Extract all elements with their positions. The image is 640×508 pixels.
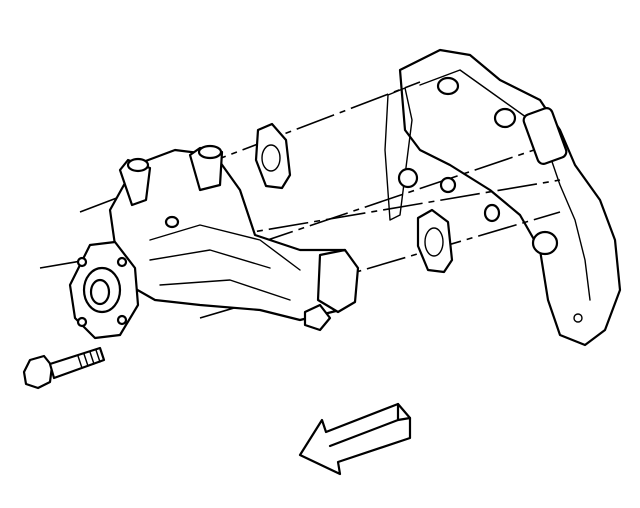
pump-port-upper bbox=[316, 248, 360, 314]
pump-port-lower bbox=[303, 303, 332, 332]
gasket-lower-opening bbox=[424, 227, 444, 257]
front-cover-dowel bbox=[531, 230, 559, 256]
bolt-threads bbox=[77, 349, 101, 369]
pump-ribs bbox=[149, 224, 301, 301]
engine-front-cover bbox=[384, 48, 622, 347]
direction-arrow bbox=[298, 402, 412, 476]
pump-inlet-opening bbox=[197, 144, 223, 160]
direction-arrow-shape bbox=[298, 402, 412, 476]
front-cover-small-hole bbox=[573, 313, 583, 323]
water-pump-bolt bbox=[22, 346, 106, 390]
flange-bolt-hole-1 bbox=[76, 256, 88, 268]
front-cover-hole-2 bbox=[483, 203, 501, 223]
front-cover-boss-1 bbox=[436, 76, 460, 96]
water-pump-gasket-upper bbox=[254, 122, 292, 190]
bolt-shank bbox=[48, 346, 106, 380]
water-pump-gasket-lower bbox=[416, 208, 454, 274]
direction-arrow-depth bbox=[328, 402, 412, 448]
flange-bolt-hole-4 bbox=[76, 316, 88, 328]
front-cover-boss-3 bbox=[397, 167, 419, 189]
flange-bolt-hole-3 bbox=[116, 314, 128, 326]
bolt-head bbox=[22, 354, 54, 390]
front-cover-edge bbox=[384, 87, 413, 221]
gasket-upper-outline bbox=[254, 122, 292, 190]
water-pump bbox=[68, 144, 360, 340]
pump-mount-boss bbox=[164, 215, 180, 229]
front-cover-pad bbox=[522, 107, 568, 165]
gasket-upper-opening bbox=[261, 144, 281, 172]
front-cover-hole-1 bbox=[439, 176, 457, 194]
front-cover-boss-2 bbox=[493, 107, 517, 129]
gasket-lower-outline bbox=[416, 208, 454, 274]
front-cover-outline bbox=[398, 48, 622, 347]
pump-shaft bbox=[89, 278, 111, 306]
pump-outlet-opening bbox=[126, 157, 150, 173]
flange-bolt-hole-2 bbox=[116, 256, 128, 268]
